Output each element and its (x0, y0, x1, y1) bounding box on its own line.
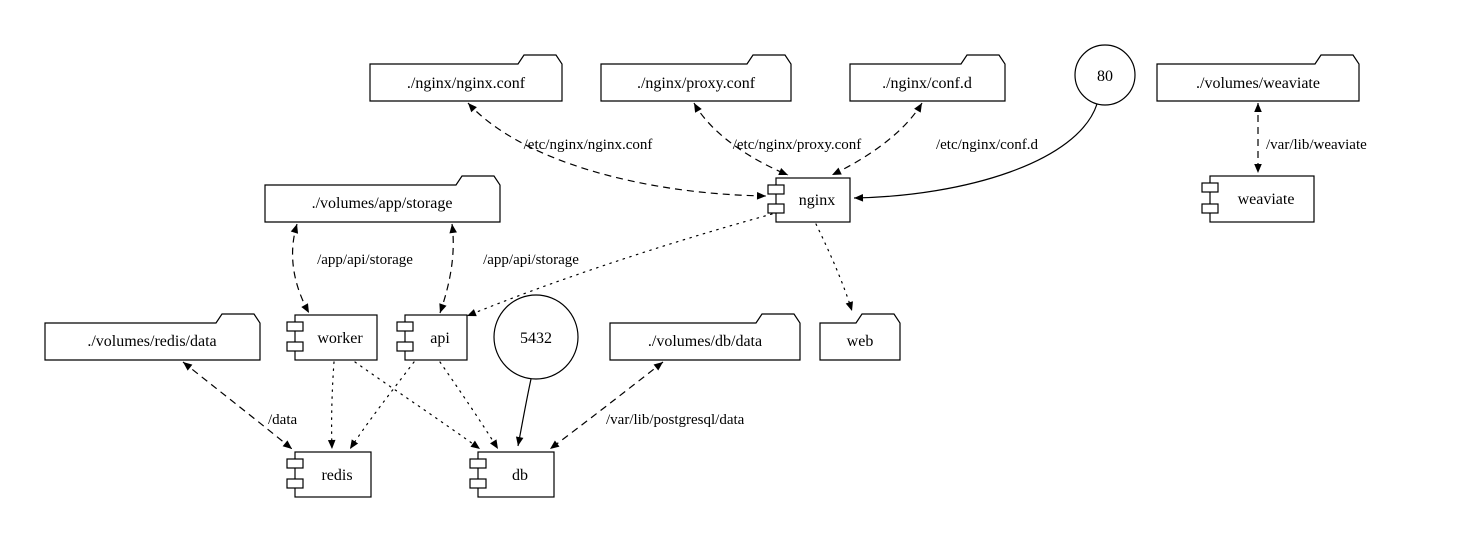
component-label-db: db (512, 467, 528, 484)
edges (182, 102, 1262, 450)
component-label-redis: redis (321, 467, 352, 484)
edge-nginx-web (815, 223, 853, 312)
node-port-5432: 5432 (493, 294, 579, 380)
edge-label-mount-nginx-conf: /etc/nginx/nginx.conf (524, 137, 653, 153)
edge-label-mount-db-data: /var/lib/postgresql/data (606, 412, 745, 428)
edge-nginxconf-nginx (467, 102, 767, 200)
folder-label-conf-d: ./nginx/conf.d (882, 75, 972, 92)
edge-label-mount-conf-d: /etc/nginx/conf.d (936, 137, 1039, 153)
component-label-weaviate: weaviate (1238, 191, 1295, 208)
node-folder-web: web (819, 313, 901, 361)
node-folder-nginx-conf: ./nginx/nginx.conf (369, 54, 563, 102)
component-label-api: api (430, 330, 450, 347)
node-component-db: db (469, 451, 555, 498)
node-folder-volumes-redis-data: ./volumes/redis/data (44, 313, 261, 361)
edge-label-mount-proxy-conf: /etc/nginx/proxy.conf (733, 137, 862, 153)
edge-api-db (439, 361, 499, 450)
edge-labels: /etc/nginx/nginx.conf /etc/nginx/proxy.c… (268, 137, 1367, 428)
edge-api-redis (349, 361, 415, 450)
edge-label-mount-redis-data: /data (268, 412, 297, 428)
node-folder-conf-d: ./nginx/conf.d (849, 54, 1006, 102)
folder-label-volumes-redis-data: ./volumes/redis/data (87, 333, 216, 350)
component-label-worker: worker (317, 330, 363, 347)
edge-label-mount-worker-storage: /app/api/storage (317, 252, 413, 268)
node-component-redis: redis (286, 451, 372, 498)
folder-label-web: web (847, 333, 874, 350)
folder-label-nginx-conf: ./nginx/nginx.conf (407, 75, 526, 92)
nodes-folders: ./nginx/nginx.conf ./nginx/proxy.conf ./… (44, 54, 1360, 361)
node-folder-volumes-weaviate: ./volumes/weaviate (1156, 54, 1360, 102)
edge-label-mount-weaviate: /var/lib/weaviate (1266, 137, 1367, 153)
edge-proxyconf-nginx (693, 102, 789, 176)
edge-storage-worker (290, 223, 310, 314)
folder-label-proxy-conf: ./nginx/proxy.conf (637, 75, 756, 92)
node-port-80: 80 (1074, 44, 1136, 106)
edge-confd-nginx (831, 102, 923, 176)
edge-redisdata-redis (182, 361, 293, 450)
node-folder-proxy-conf: ./nginx/proxy.conf (600, 54, 792, 102)
nodes-ports: 80 5432 (493, 44, 1136, 380)
node-component-weaviate: weaviate (1201, 175, 1315, 223)
edge-port80-nginx (853, 103, 1098, 202)
nodes-components: nginx weaviate worker api (286, 175, 1315, 498)
edge-storage-api (439, 223, 457, 314)
port-label-5432: 5432 (520, 330, 552, 347)
component-label-nginx: nginx (799, 192, 835, 209)
node-component-api: api (396, 314, 468, 361)
node-component-nginx: nginx (767, 177, 851, 223)
edge-worker-db (354, 361, 481, 450)
node-component-worker: worker (286, 314, 378, 361)
folder-label-volumes-db-data: ./volumes/db/data (648, 333, 762, 350)
edge-port5432-db (515, 378, 532, 447)
edge-label-mount-api-storage: /app/api/storage (483, 252, 579, 268)
folder-label-volumes-app-storage: ./volumes/app/storage (312, 195, 453, 212)
edge-worker-redis (327, 361, 336, 450)
port-label-80: 80 (1097, 68, 1113, 85)
folder-label-volumes-weaviate: ./volumes/weaviate (1196, 75, 1320, 92)
node-folder-volumes-app-storage: ./volumes/app/storage (264, 175, 501, 223)
edge-dbdata-db (549, 361, 664, 450)
node-folder-volumes-db-data: ./volumes/db/data (609, 313, 801, 361)
